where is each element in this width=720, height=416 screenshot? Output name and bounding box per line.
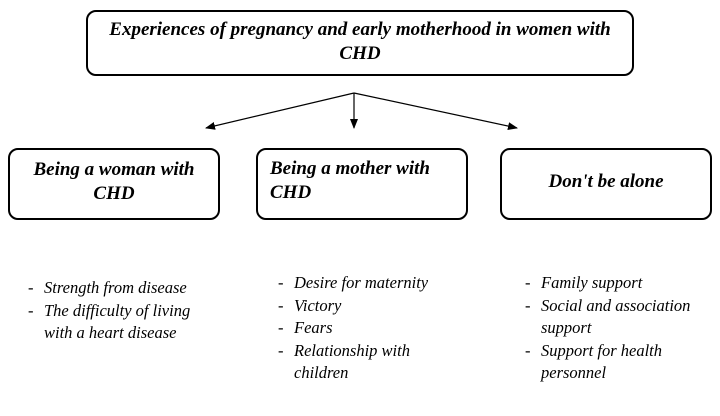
bullet-dash: - (525, 273, 531, 292)
subtheme-label: Support for health personnel (541, 340, 663, 383)
subtheme-label: The difficulty of living with a heart di… (44, 300, 191, 343)
bullet-dash: - (28, 300, 34, 320)
subtheme-item: -Fears (278, 317, 448, 340)
bullet-dash: - (28, 278, 34, 297)
subtheme-item: -Victory (278, 295, 448, 318)
subtheme-item: -Strength from disease (28, 277, 213, 300)
theme-node-being-a-mother: Being a mother with CHD (256, 148, 468, 220)
subtheme-label: Desire for maternity (294, 273, 429, 292)
subtheme-list-being-a-woman: -Strength from disease -The difficulty o… (28, 277, 213, 345)
bullet-dash: - (278, 295, 284, 315)
subtheme-label: Relationship with children (294, 340, 410, 383)
subtheme-item: -The difficulty of living with a heart d… (28, 300, 213, 345)
theme-title: Being a woman with CHD (33, 159, 195, 204)
subtheme-label: Victory (294, 295, 342, 315)
subtheme-list-dont-be-alone: -Family support -Social and association … (525, 272, 695, 385)
subtheme-list-being-a-mother: -Desire for maternity -Victory -Fears -R… (278, 272, 448, 385)
bullet-dash: - (278, 340, 284, 360)
bullet-dash: - (525, 340, 531, 360)
subtheme-item: -Desire for maternity (278, 272, 448, 295)
subtheme-item: -Social and association support (525, 295, 695, 340)
bullet-dash: - (278, 318, 284, 337)
root-node: Experiences of pregnancy and early mothe… (86, 10, 634, 76)
subtheme-item: -Support for health personnel (525, 340, 695, 385)
subtheme-item: -Relationship with children (278, 340, 448, 385)
theme-node-dont-be-alone: Don't be alone (500, 148, 712, 220)
theme-title: Don't be alone (548, 171, 664, 192)
subtheme-item: -Family support (525, 272, 695, 295)
bullet-dash: - (278, 273, 284, 292)
subtheme-label: Family support (541, 273, 643, 292)
bullet-dash: - (525, 295, 531, 315)
root-title: Experiences of pregnancy and early mothe… (109, 19, 611, 64)
arrow-to-theme-2 (353, 92, 518, 131)
theme-title: Being a mother with CHD (270, 158, 430, 203)
arrow-to-theme-0 (205, 92, 355, 130)
subtheme-label: Strength from disease (44, 278, 187, 297)
subtheme-label: Fears (294, 318, 333, 337)
subtheme-label: Social and association support (541, 295, 691, 338)
theme-node-being-a-woman: Being a woman with CHD (8, 148, 220, 220)
